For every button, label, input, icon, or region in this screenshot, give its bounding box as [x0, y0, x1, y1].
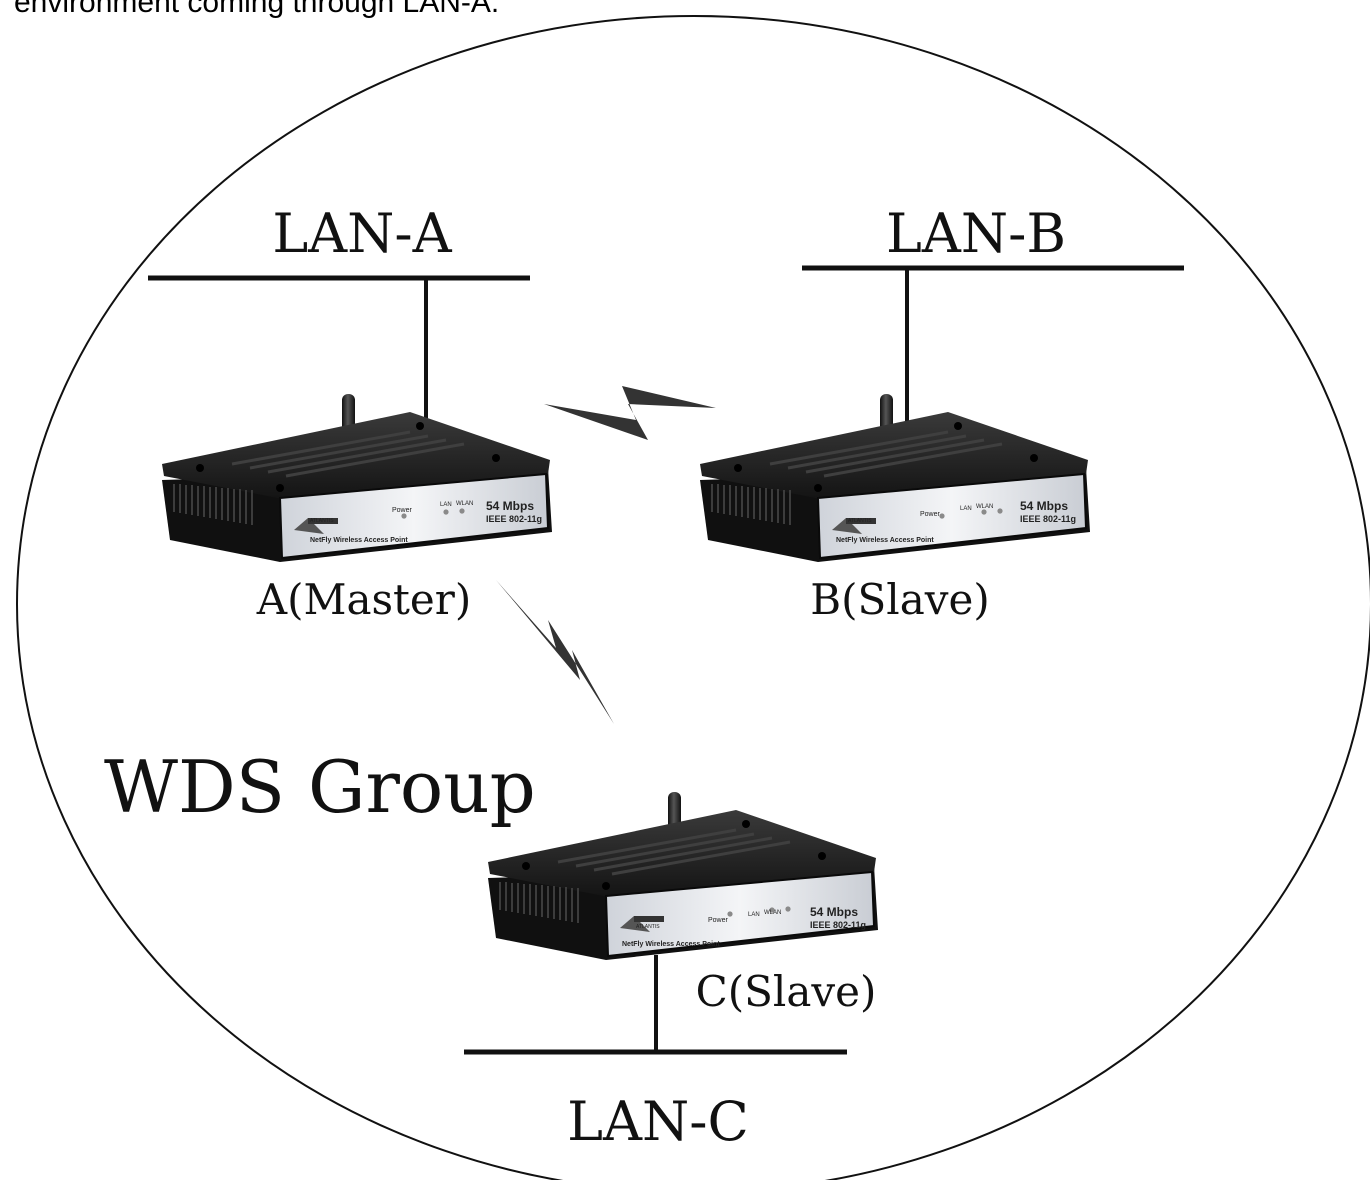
router-a-lan-label: LAN — [440, 502, 452, 508]
router-a-power-label: Power — [392, 507, 413, 514]
wds-group-boundary — [16, 15, 1370, 1180]
router-a-brand: ATLANTIS — [310, 518, 334, 524]
router-c-product: NetFly Wireless Access Point — [622, 941, 720, 948]
router-b-lan-label: LAN — [960, 506, 972, 512]
router-c-brand: ATLANTIS — [636, 924, 660, 930]
device-b-label: B(Slave) — [810, 575, 989, 624]
device-c-label: C(Slave) — [696, 967, 877, 1016]
router-b-standard: IEEE 802-11g — [1020, 514, 1076, 524]
router-c-lan-label: LAN — [748, 912, 760, 918]
router-b-power-label: Power — [920, 511, 941, 518]
router-a-speed: 54 Mbps — [486, 499, 534, 513]
router-a-wlan-label: WLAN — [456, 501, 473, 507]
router-c: Power LAN WLAN 54 Mbps IEEE 802-11g NetF… — [486, 790, 880, 962]
lan-a-label: LAN-A — [272, 202, 452, 265]
wds-group-label: WDS Group — [104, 745, 536, 829]
lan-c-label: LAN-C — [567, 1090, 749, 1153]
router-b-speed: 54 Mbps — [1020, 499, 1068, 513]
router-b-product: NetFly Wireless Access Point — [836, 537, 934, 544]
caption-text: environment coming through LAN-A. — [14, 0, 500, 19]
router-c-standard: IEEE 802-11g — [810, 920, 866, 930]
router-c-wlan-label: WLAN — [764, 910, 781, 916]
router-c-speed: 54 Mbps — [810, 905, 858, 919]
lan-b-label: LAN-B — [886, 202, 1066, 265]
device-a-label: A(Master) — [256, 575, 472, 624]
router-b-wlan-label: WLAN — [976, 504, 993, 510]
router-a-product: NetFly Wireless Access Point — [310, 537, 408, 544]
router-b-brand: ATLANTIS — [848, 518, 872, 524]
wireless-link-ab-icon — [544, 386, 716, 440]
router-a-standard: IEEE 802-11g — [486, 514, 542, 524]
router-c-power-label: Power — [708, 917, 729, 924]
router-a: Power LAN WLAN 54 Mbps IEEE 802-11g NetF… — [160, 392, 554, 564]
wireless-link-ac-icon — [496, 580, 614, 724]
router-b: Power LAN WLAN 54 Mbps IEEE 802-11g NetF… — [698, 392, 1092, 564]
